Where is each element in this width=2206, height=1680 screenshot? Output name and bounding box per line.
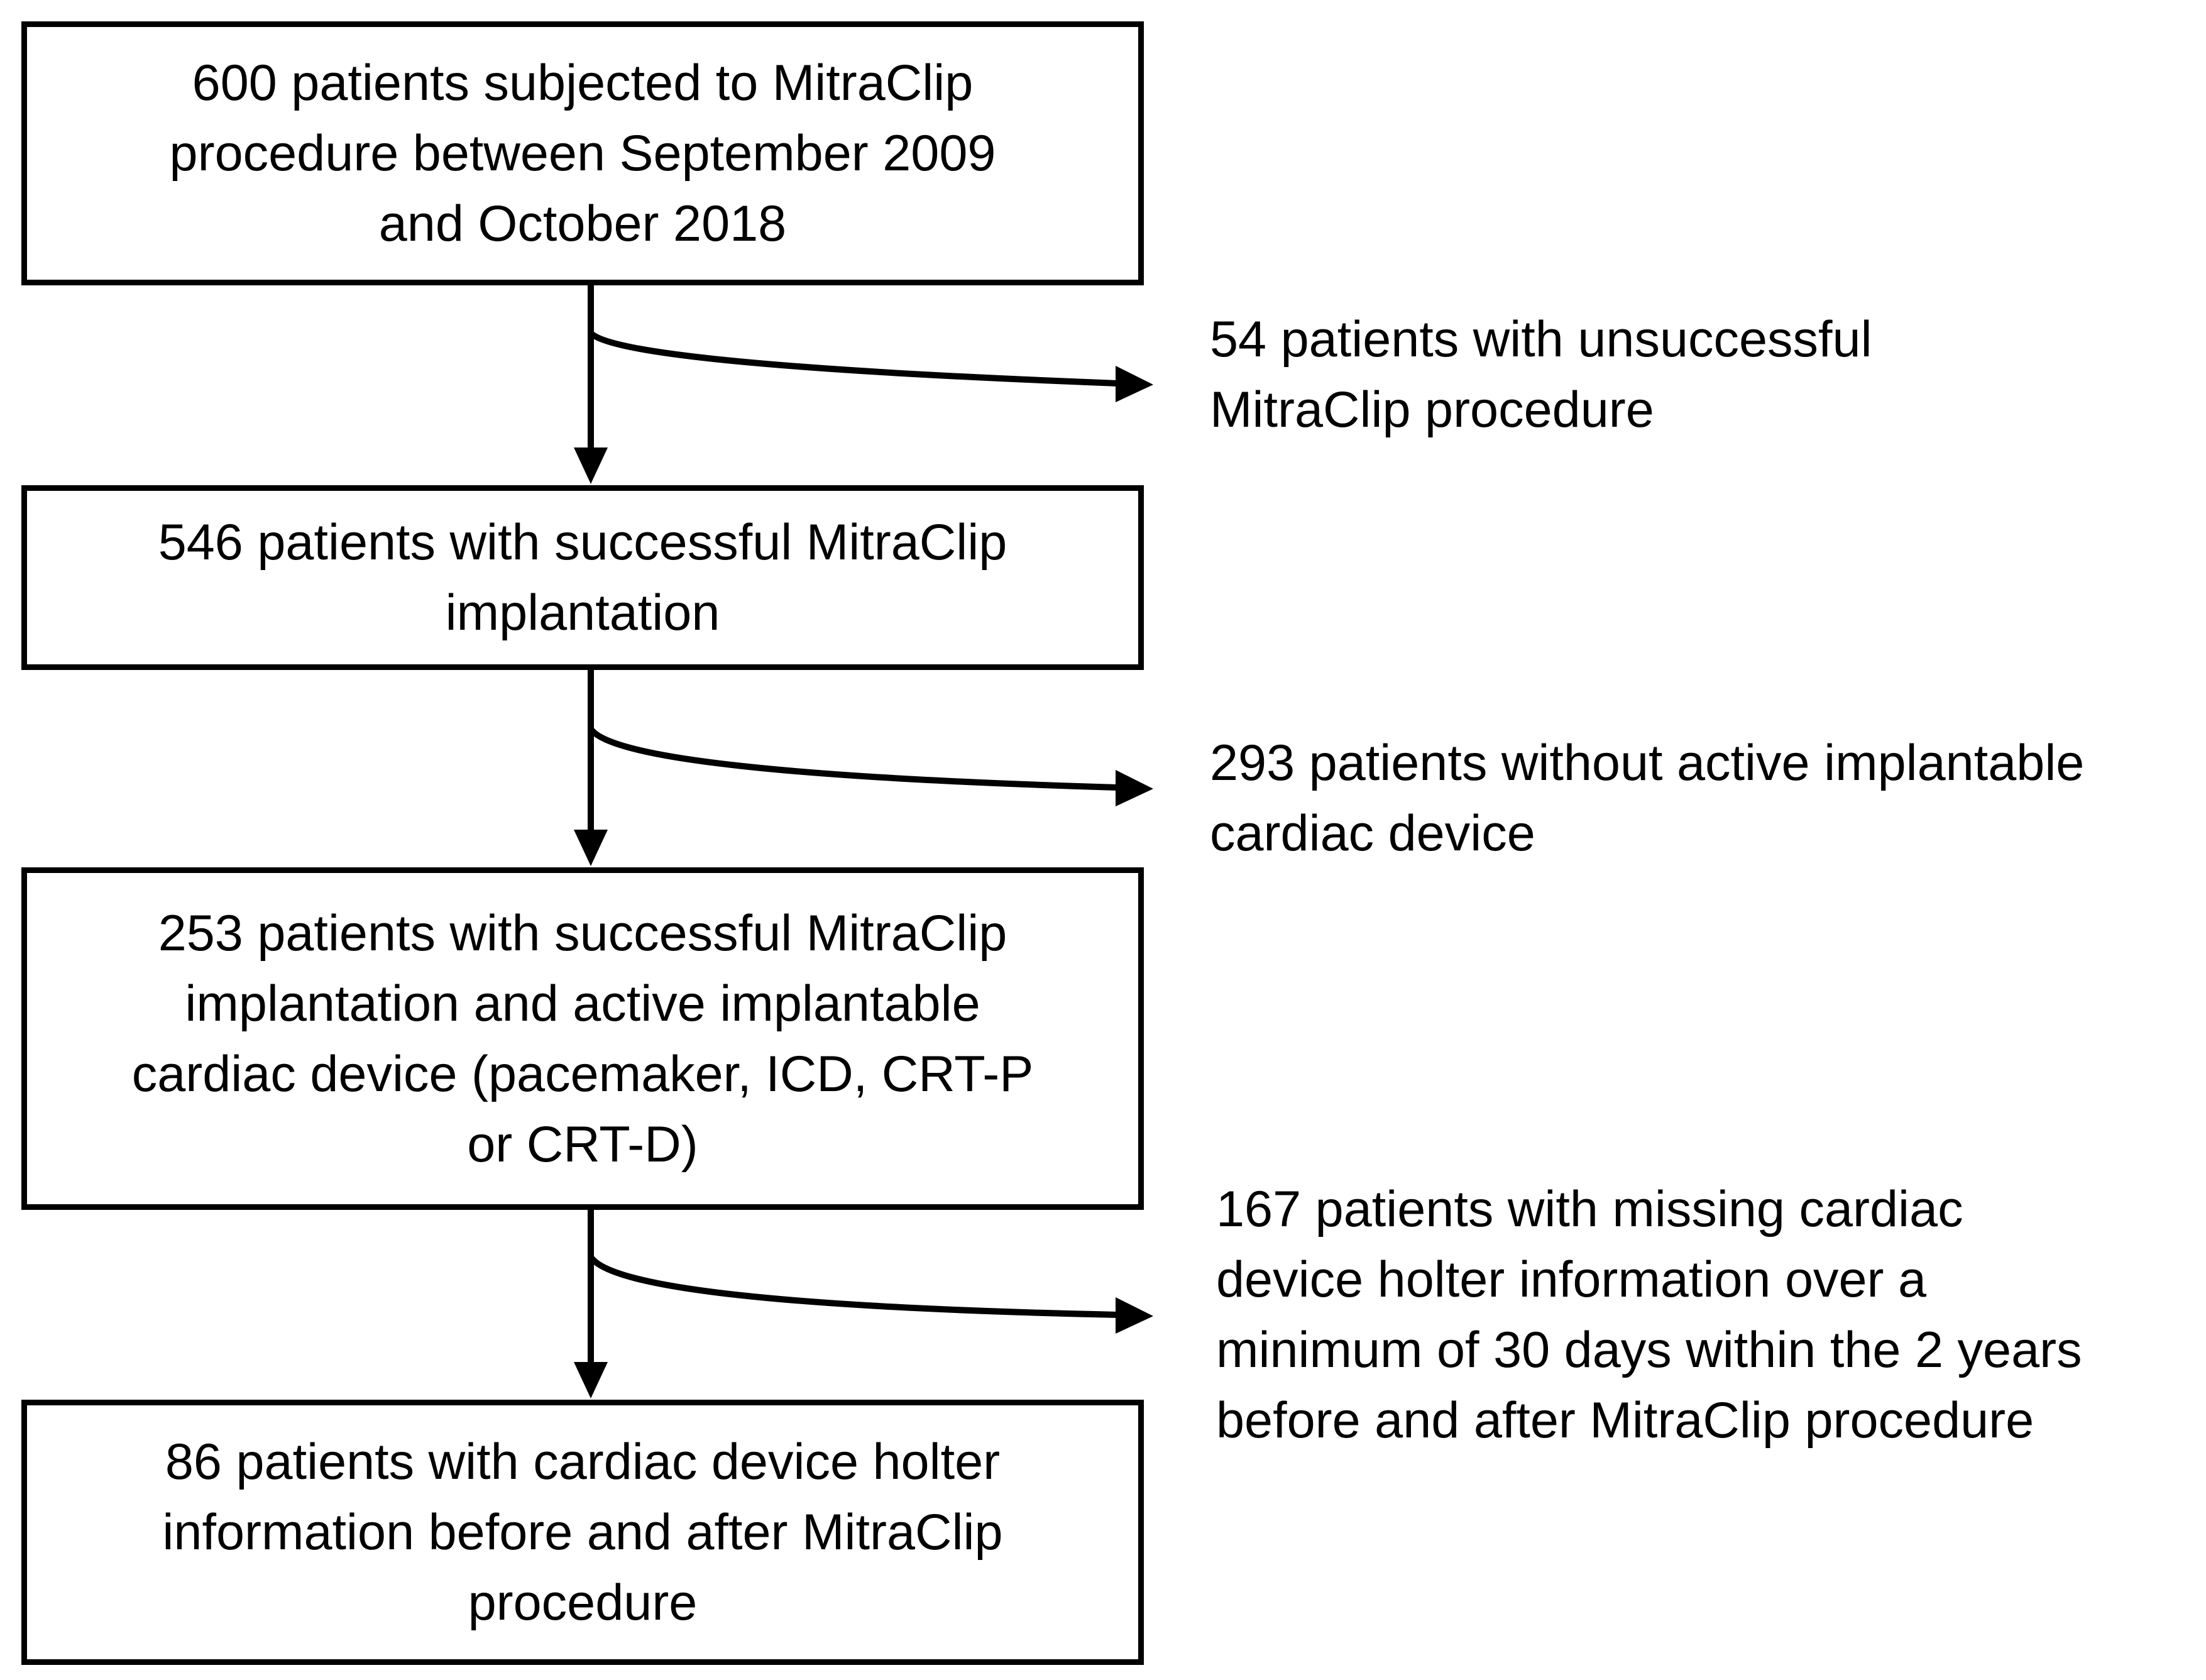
exclusion-line: MitraClip procedure — [1210, 382, 1654, 438]
box-line: implantation — [445, 585, 720, 641]
exclusion-arrow-3-head — [1116, 1297, 1153, 1334]
box-line: procedure between September 2009 — [169, 125, 996, 182]
exclusion-no-active-device: 293 patients without active implantable … — [1210, 728, 2084, 869]
exclusion-line: before and after MitraClip procedure — [1216, 1392, 2034, 1449]
box-line: information before and after MitraClip — [162, 1504, 1003, 1561]
box-line: 600 patients subjected to MitraClip — [192, 55, 974, 111]
exclusion-unsuccessful-procedure: 54 patients with unsuccessful MitraClip … — [1210, 304, 1872, 445]
box-final-cohort: 86 patients with cardiac device holter i… — [21, 1400, 1144, 1665]
exclusion-line: 167 patients with missing cardiac — [1216, 1181, 1963, 1238]
exclusion-arrow-2-head — [1116, 770, 1153, 806]
exclusion-line: cardiac device — [1210, 805, 1535, 862]
exclusion-line: minimum of 30 days within the 2 years — [1216, 1322, 2082, 1378]
exclusion-line: 293 patients without active implantable — [1210, 735, 2085, 791]
box-final-cohort-text: 86 patients with cardiac device holter i… — [162, 1427, 1002, 1638]
box-line: cardiac device (pacemaker, ICD, CRT-P — [131, 1045, 1034, 1102]
exclusion-arrow-2-curve — [588, 727, 1119, 791]
box-initial-cohort: 600 patients subjected to MitraClip proc… — [21, 21, 1144, 285]
box-successful-implantation: 546 patients with successful MitraClip i… — [21, 485, 1144, 670]
exclusion-arrow-3-curve — [588, 1255, 1119, 1318]
box-successful-implantation-text: 546 patients with successful MitraClip i… — [158, 507, 1007, 648]
box-line: 546 patients with successful MitraClip — [158, 514, 1007, 571]
exclusion-arrow-1-curve — [588, 331, 1119, 387]
box-line: 253 patients with successful MitraClip — [158, 904, 1007, 962]
arrow-down-1-head — [574, 447, 608, 484]
box-active-device: 253 patients with successful MitraClip i… — [21, 867, 1144, 1210]
box-line: 86 patients with cardiac device holter — [165, 1434, 1001, 1490]
box-initial-cohort-text: 600 patients subjected to MitraClip proc… — [170, 48, 996, 259]
box-line: procedure — [468, 1574, 698, 1631]
box-line: implantation and active implantable — [185, 975, 980, 1032]
arrow-down-3-head — [574, 1362, 608, 1398]
exclusion-missing-holter: 167 patients with missing cardiac device… — [1216, 1174, 2082, 1456]
box-line: and October 2018 — [378, 195, 787, 252]
exclusion-line: device holter information over a — [1216, 1251, 1927, 1308]
box-active-device-text: 253 patients with successful MitraClip i… — [132, 898, 1034, 1180]
exclusion-arrow-1-head — [1116, 366, 1153, 402]
exclusion-line: 54 patients with unsuccessful — [1210, 311, 1872, 368]
box-line: or CRT-D) — [467, 1116, 698, 1173]
arrow-down-2-head — [574, 830, 608, 866]
